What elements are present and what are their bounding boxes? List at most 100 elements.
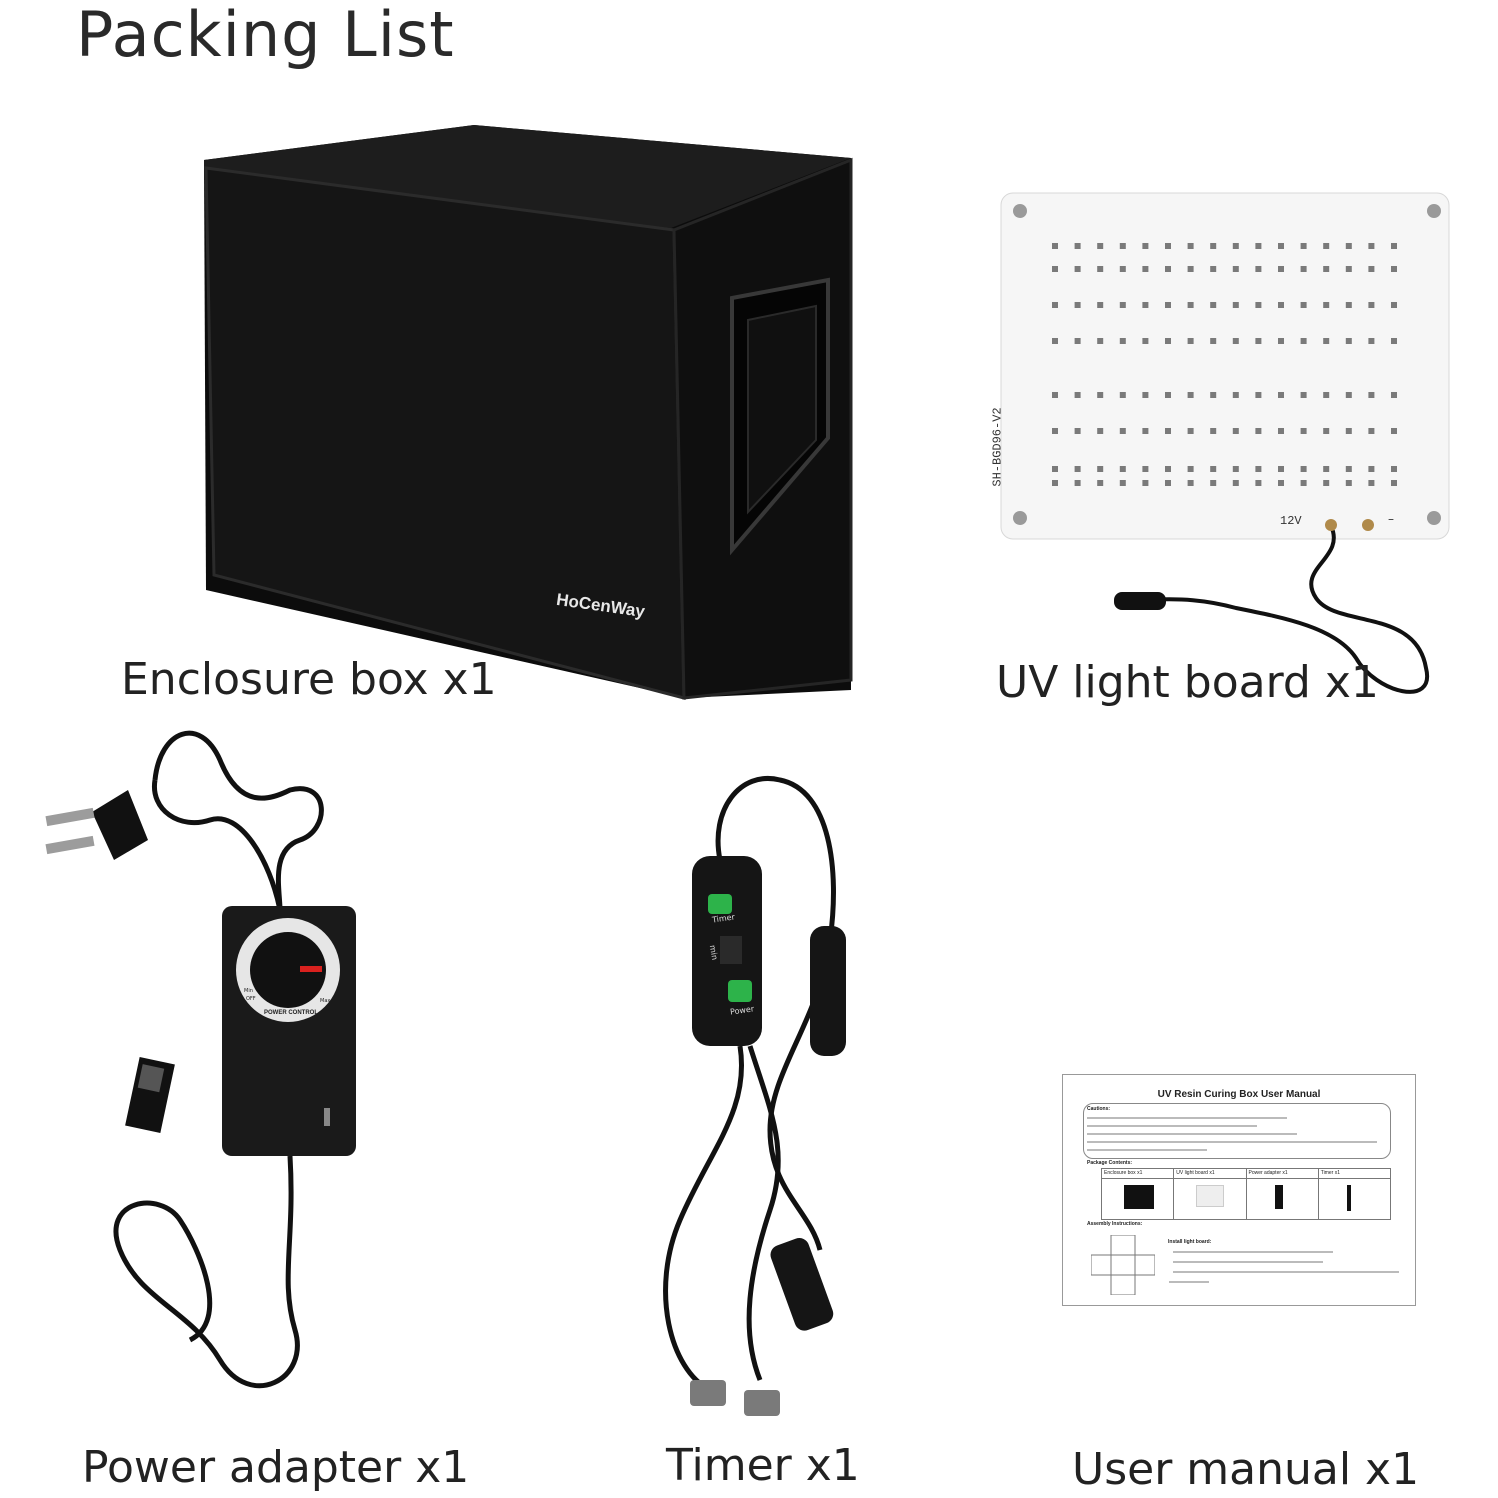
user-manual-image: UV Resin Curing Box User Manual Cautions…: [1062, 1074, 1416, 1306]
power-adapter-caption: Power adapter x1: [82, 1442, 470, 1493]
timer-caption: Timer x1: [666, 1440, 860, 1491]
manual-text-line: [1087, 1125, 1257, 1127]
uv-led: [1323, 243, 1330, 249]
manual-text-line: [1173, 1271, 1399, 1273]
uv-led: [1187, 338, 1194, 344]
uv-led: [1278, 466, 1284, 472]
dial-max-text: Max: [320, 998, 331, 1004]
uv-led: [1300, 428, 1307, 434]
uv-led: [1074, 338, 1081, 344]
manual-package-label: Package Contents:: [1087, 1160, 1133, 1166]
uv-led: [1255, 338, 1262, 344]
uv-led: [1119, 302, 1126, 308]
uv-led: [1187, 392, 1194, 398]
uv-led: [1165, 392, 1171, 398]
manual-text-line: [1087, 1149, 1207, 1151]
uv-led: [1119, 392, 1126, 398]
uv-led: [1097, 338, 1104, 344]
uv-led: [1210, 392, 1217, 398]
manual-package-item: Power adapter x1: [1246, 1169, 1318, 1179]
uv-led: [1323, 466, 1330, 472]
uv-led: [1345, 466, 1352, 472]
uv-led: [1278, 243, 1284, 249]
manual-package-item: UV light board x1: [1174, 1169, 1246, 1179]
uv-led: [1345, 302, 1352, 308]
uv-led: [1142, 392, 1149, 398]
uv-led: [1119, 466, 1126, 472]
manual-text-line: [1173, 1261, 1323, 1263]
uv-led: [1074, 466, 1081, 472]
manual-text-line: [1087, 1117, 1287, 1119]
uv-led: [1142, 428, 1149, 434]
manual-assembly-label: Assembly Instructions:: [1087, 1221, 1143, 1227]
uv-led: [1391, 428, 1397, 434]
uv-led: [1255, 466, 1262, 472]
uv-led: [1097, 302, 1104, 308]
uv-led: [1142, 480, 1149, 486]
uv-led: [1165, 243, 1171, 249]
uv-led: [1097, 466, 1104, 472]
uv-led: [1278, 266, 1284, 272]
uv-led: [1255, 302, 1262, 308]
board-voltage-text: 12V: [1280, 514, 1302, 528]
uv-led: [1255, 266, 1262, 272]
uv-led: [1165, 302, 1171, 308]
uv-led: [1210, 466, 1217, 472]
uv-led: [1052, 302, 1058, 308]
uv-led: [1300, 338, 1307, 344]
manual-package-table: Enclosure box x1 UV light board x1 Power…: [1101, 1168, 1391, 1220]
page-title: Packing List: [76, 0, 455, 71]
manual-text-line: [1169, 1281, 1209, 1283]
uv-led: [1232, 302, 1239, 308]
manual-cautions-label: Cautions:: [1087, 1106, 1111, 1112]
dial-label-text: POWER CONTROL: [264, 1010, 318, 1016]
uv-led: [1300, 266, 1307, 272]
uv-led: [1255, 428, 1262, 434]
uv-led: [1052, 338, 1058, 344]
manual-text-line: [1173, 1251, 1333, 1253]
uv-led: [1187, 243, 1194, 249]
uv-led: [1345, 480, 1352, 486]
uv-led: [1119, 480, 1126, 486]
manual-box-thumbnail: [1124, 1185, 1154, 1209]
uv-led: [1097, 428, 1104, 434]
uv-led: [1187, 428, 1194, 434]
uv-led: [1278, 480, 1284, 486]
uv-led: [1391, 266, 1397, 272]
uv-led: [1345, 243, 1352, 249]
uv-led: [1165, 480, 1171, 486]
board-model-text: SH-BGD96-V2: [990, 407, 1005, 487]
uv-led: [1142, 466, 1149, 472]
manual-timer-thumbnail: [1346, 1185, 1351, 1211]
uv-led: [1323, 338, 1330, 344]
uv-led: [1345, 392, 1352, 398]
uv-led: [1368, 392, 1375, 398]
uv-led: [1119, 266, 1126, 272]
uv-led: [1391, 480, 1397, 486]
user-manual-caption: User manual x1: [1072, 1444, 1420, 1495]
uv-led: [1187, 466, 1194, 472]
uv-led: [1391, 243, 1397, 249]
uv-light-board-caption: UV light board x1: [996, 657, 1379, 708]
manual-text-line: [1087, 1141, 1377, 1143]
uv-led: [1097, 392, 1104, 398]
uv-led: [1119, 428, 1126, 434]
uv-led: [1097, 480, 1104, 486]
uv-led: [1232, 338, 1239, 344]
manual-text-line: [1087, 1133, 1297, 1135]
uv-led: [1345, 428, 1352, 434]
dial-off-text: OFF: [246, 996, 256, 1002]
uv-led: [1074, 243, 1081, 249]
uv-led: [1119, 243, 1126, 249]
uv-led: [1323, 302, 1330, 308]
uv-led: [1052, 480, 1058, 486]
uv-led: [1255, 243, 1262, 249]
board-minus-text: –: [1388, 512, 1394, 526]
uv-led: [1391, 302, 1397, 308]
uv-led: [1391, 466, 1397, 472]
manual-title: UV Resin Curing Box User Manual: [1157, 1089, 1321, 1100]
dial-min-text: Min: [244, 988, 253, 994]
uv-led: [1052, 428, 1058, 434]
uv-led: [1278, 302, 1284, 308]
uv-led: [1345, 338, 1352, 344]
